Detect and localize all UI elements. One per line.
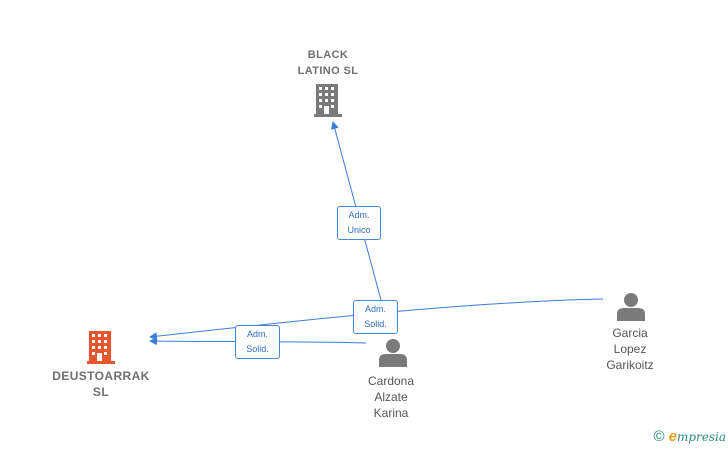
company-label-deustoarrak[interactable]: DEUSTOARRAK SL (52, 369, 150, 399)
footer-brand: © empresia (654, 428, 726, 445)
copyright-icon: © (653, 428, 665, 445)
building-icon[interactable] (314, 84, 342, 117)
company-label-black-latino[interactable]: BLACK LATINO SL (297, 49, 359, 77)
brand-rest: mpresia (676, 430, 726, 444)
person-label-garcia[interactable]: Garcia Lopez Garikoitz (606, 326, 654, 372)
person-icon[interactable] (379, 339, 407, 367)
edge-label-adm-unico: Adm. Unico (337, 206, 381, 240)
empresia-logo: empresia (669, 428, 726, 445)
edge-label-adm-solid-center: Adm. Solid. (353, 300, 398, 334)
edge-label-adm-solid-left: Adm. Solid. (235, 325, 280, 359)
person-label-cardona[interactable]: Cardona Alzate Karina (367, 374, 415, 420)
person-icon[interactable] (617, 293, 645, 321)
brand-initial: e (668, 428, 677, 445)
building-icon[interactable] (87, 331, 115, 364)
